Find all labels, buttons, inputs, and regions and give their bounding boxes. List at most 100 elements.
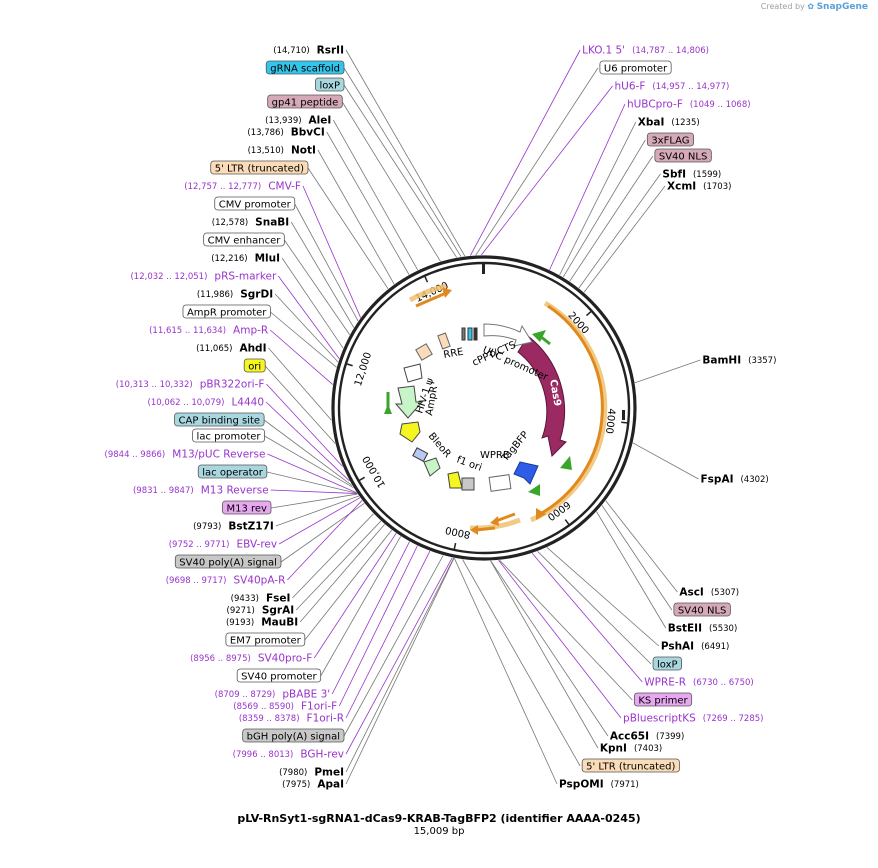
snapgene-logo-icon: ✿ [807, 2, 815, 11]
label-l4440-20: L4440(10,062 .. 10,079) [148, 397, 265, 409]
orf-arrowhead-orange-bottom1 [490, 516, 499, 526]
label-pspomi-44: PspOMI (7971) [559, 779, 639, 791]
label-maubi-33-connector [299, 524, 385, 623]
label-bbvci-5-position: (13,786) [247, 128, 283, 138]
label-hubcpro-f-63-name: hUBCpro-F [627, 99, 683, 111]
label-cmv-enhancer-11-name: CMV enhancer [208, 236, 282, 247]
label-cmv-promoter-9: CMV promoter [214, 196, 296, 211]
label-m13-puc-reverse-23-name: M13/pUC Reverse [172, 449, 265, 461]
label-amp-r-16-connector [269, 329, 334, 385]
orf-arrowhead-orange-bottom2 [470, 525, 478, 535]
label-grna-scaffold-1-connector [343, 67, 462, 257]
green-arrow-3 [528, 484, 540, 496]
label-pspomi-44-name: PspOMI [559, 779, 604, 791]
label-xcmi-58-connector [583, 185, 666, 293]
label-grna-scaffold-1-name: gRNA scaffold [270, 64, 340, 75]
cas9-feature-arc [517, 335, 567, 458]
label-pbr322ori-f-19: pBR322ori-F (10,313 .. 10,332) [116, 379, 265, 391]
label-m13-reverse-25: M13 Reverse(9831 .. 9847) [133, 485, 269, 497]
label-u6-promoter-65: U6 promoter [599, 60, 672, 75]
plasmid-length: 15,009 bp [413, 826, 465, 837]
label-sv40pa-r-30-position: (9698 .. 9717) [166, 576, 227, 586]
label-em7-promoter-34: EM7 promoter [225, 632, 306, 647]
tick-mark-12000 [345, 362, 353, 367]
label-bgh-poly-a-signal-40: bGH poly(A) signal [242, 728, 345, 743]
orf-arrow-orange-bottom2 [475, 526, 496, 532]
label-cmv-f-8-name: CMV-F [268, 181, 301, 193]
label-5-ltr-truncated-45-box [581, 758, 680, 773]
label-lko-1-5-66-name: LKO.1 5' [582, 45, 625, 57]
label-cmv-f-8-connector [302, 185, 361, 318]
label-lac-operator-24-connector [266, 471, 358, 494]
label-gp41-peptide-3: gp41 peptide [267, 94, 343, 109]
label-hubcpro-f-63-position: (1049 .. 1068) [690, 100, 751, 110]
label-pshai-52: PshAI(6491) [661, 641, 730, 653]
label-pshai-52-name: PshAI [661, 641, 694, 653]
label-3xflag-61: 3xFLAG [646, 132, 694, 147]
label-m13-puc-reverse-23-connector [267, 453, 357, 494]
label-xcmi-58-position: (1703) [703, 182, 731, 192]
label-sv40-nls-54-box [673, 602, 731, 617]
label-hubcpro-f-63-connector [549, 103, 626, 270]
label-pspomi-44-position: (7971) [611, 780, 639, 790]
orf-arrow-orange-top [415, 291, 447, 308]
label-cmv-f-8-position: (12,757 .. 12,777) [184, 182, 261, 192]
label-alei-4-position: (13,939) [265, 116, 301, 126]
label-bsteii-53-name: BstEII [668, 623, 702, 635]
label-pbabe-3-37-position: (8709 .. 8729) [215, 690, 276, 700]
inner-label-f1-ori: f1 ori [455, 454, 483, 473]
label-mlui-12-position: (12,216) [211, 254, 247, 264]
label-xcmi-58: XcmI (1703) [667, 181, 731, 193]
label-sv40-nls-54-connector [601, 505, 673, 611]
label-sv40pa-r-30-connector [287, 500, 363, 581]
label-apai-43-connector [345, 557, 455, 785]
label-f1ori-f-38-connector [338, 545, 418, 707]
label-sv40-promoter-36-box [236, 668, 322, 683]
orf-arrowhead-orange-right [536, 508, 546, 520]
label-5-ltr-truncated-45: 5' LTR (truncated) [581, 758, 680, 773]
tick-mark-8000 [453, 542, 457, 551]
label-pbr322ori-f-19-position: (10,313 .. 10,332) [116, 380, 193, 390]
label-kpni-46-position: (7403) [634, 744, 662, 754]
label-maubi-33-name: MauBI [261, 617, 298, 629]
label-hu6-f-64-position: (14,957 .. 14,977) [652, 82, 729, 92]
label-xbai-62-position: (1235) [671, 118, 699, 128]
label-sgrdi-14-name: SgrDI [240, 289, 273, 301]
label-gp41-peptide-3-connector [341, 101, 441, 262]
label-sv40-promoter-36: SV40 promoter [236, 668, 322, 683]
label-xcmi-58-name: XcmI [667, 181, 696, 193]
label-lac-promoter-22-name: lac promoter [197, 432, 262, 443]
label-lko-1-5-66-position: (14,787 .. 14,806) [632, 46, 709, 56]
label-pspomi-44-connector [453, 557, 558, 785]
label-pbr322ori-f-19-name: pBR322ori-F [200, 379, 265, 391]
label-lko-1-5-66: LKO.1 5' (14,787 .. 14,806) [582, 45, 709, 57]
label-ahdi-17-position: (11,065) [196, 344, 232, 354]
label-pbr322ori-f-19-connector [266, 383, 343, 467]
snapgene-credit: Created by ✿ SnapGene [761, 2, 868, 12]
label-sbfi-59-name: SbfI [662, 169, 686, 181]
label-sgrai-32: SgrAI(9271) [227, 605, 295, 617]
label-pbluescriptks-48-name: pBluescriptKS [623, 713, 696, 725]
label-bsteii-53: BstEII(5530) [668, 623, 738, 635]
label-cmv-enhancer-11-box [203, 232, 285, 247]
label-lac-operator-24-name: lac operator [202, 468, 263, 479]
label-acc65i-47-connector [490, 560, 609, 737]
label-sv40-nls-54-name: SV40 NLS [678, 606, 727, 617]
loxp2-feature [473, 327, 478, 341]
label-fsei-31-connector [292, 513, 374, 599]
label-5-ltr-truncated-45-connector [462, 559, 581, 767]
label-u6-promoter-65-box [599, 60, 672, 75]
label-snabi-10: SnaBI(12,578) [212, 217, 289, 229]
ori-small-feature [403, 363, 423, 383]
plasmid-name: pLV-RnSyt1-sgRNA1-dCas9-KRAB-TagBFP2 (id… [237, 812, 641, 825]
label-prs-marker-13-connector [278, 275, 340, 359]
label-sv40-poly-a-signal-29-connector [280, 502, 365, 563]
label-ori-18: ori [243, 358, 266, 373]
label-bamhi-57: BamHI(3357) [702, 355, 776, 367]
label-sv40-nls-54: SV40 NLS [673, 602, 731, 617]
label-u6-promoter-65-name: U6 promoter [604, 64, 668, 75]
label-bgh-poly-a-signal-40-connector [343, 555, 444, 737]
label-kpni-46: KpnI(7403) [600, 743, 662, 755]
backbone-marker-top [482, 264, 485, 274]
label-rsrii-0-position: (14,710) [273, 46, 309, 56]
